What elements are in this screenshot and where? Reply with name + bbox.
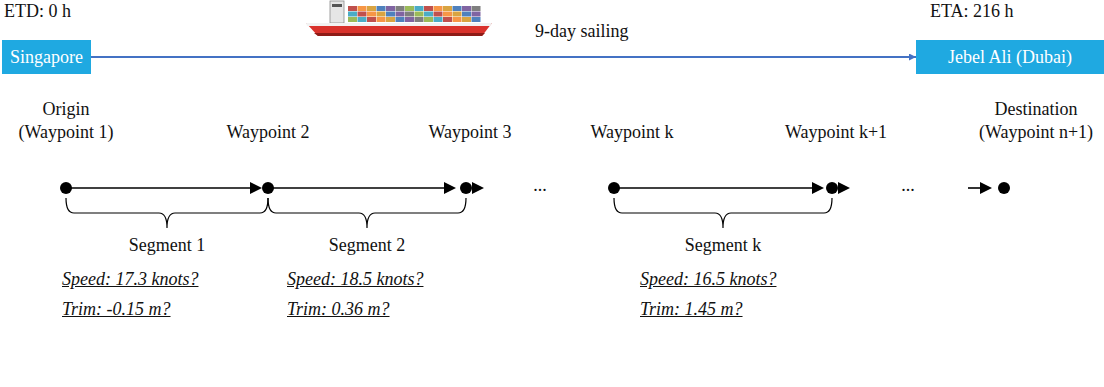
container-block xyxy=(472,12,481,17)
segment-brace xyxy=(66,198,268,228)
hull-bottom xyxy=(314,33,485,36)
port-box: Singapore xyxy=(2,40,91,74)
arrow-head xyxy=(838,182,850,194)
container-block xyxy=(396,6,405,11)
container-block xyxy=(386,6,395,11)
container-block xyxy=(415,12,424,17)
container-block xyxy=(367,12,376,17)
ship-hull xyxy=(306,23,492,36)
port-name: Singapore xyxy=(10,47,83,68)
route-arrow xyxy=(91,56,916,58)
port-name: Jebel Ali (Dubai) xyxy=(948,47,1072,68)
container-block xyxy=(453,17,462,22)
container-block xyxy=(424,12,433,17)
segment-line xyxy=(268,187,446,189)
container-block xyxy=(415,17,424,22)
container-block xyxy=(377,17,386,22)
segment-brace xyxy=(268,198,466,228)
arrow-head xyxy=(444,182,456,194)
waypoint-dot xyxy=(998,182,1010,194)
container-block xyxy=(405,17,414,22)
container-block xyxy=(396,12,405,17)
container-block xyxy=(386,12,395,17)
waypoint-label: Destination (Waypoint n+1) xyxy=(970,98,1102,143)
speed-label: Speed: 17.3 knots? xyxy=(62,268,198,291)
container-block xyxy=(358,6,367,11)
container-block xyxy=(443,17,452,22)
arrow-head xyxy=(472,182,484,194)
container-block xyxy=(462,6,471,11)
segment-line xyxy=(66,187,252,189)
container-block xyxy=(462,12,471,17)
waypoint-label: Waypoint 3 xyxy=(410,121,530,144)
container-block xyxy=(434,12,443,17)
segment-label: Segment 1 xyxy=(107,234,227,257)
container-block xyxy=(358,17,367,22)
container-block xyxy=(434,17,443,22)
container-block xyxy=(348,17,357,22)
container-block xyxy=(424,17,433,22)
container-block xyxy=(358,12,367,17)
container-block xyxy=(453,6,462,11)
container-block xyxy=(443,6,452,11)
container-block xyxy=(453,12,462,17)
segment-line xyxy=(614,187,814,189)
ellipsis: ... xyxy=(888,174,928,197)
bridge-window xyxy=(332,4,342,7)
ship-illustration xyxy=(306,1,492,36)
container-block xyxy=(415,6,424,11)
speed-label: Speed: 18.5 knots? xyxy=(287,268,423,291)
container-block xyxy=(472,17,481,22)
segment-brace xyxy=(614,198,832,228)
waypoint-label: Waypoint k xyxy=(572,121,692,144)
hull-stripe xyxy=(306,23,492,26)
segment-label: Segment k xyxy=(663,234,783,257)
container-block xyxy=(424,6,433,11)
container-block xyxy=(348,12,357,17)
port-box: Jebel Ali (Dubai) xyxy=(916,40,1104,74)
container-block xyxy=(405,6,414,11)
container-block xyxy=(434,6,443,11)
trim-label: Trim: 0.36 m? xyxy=(287,298,390,321)
waypoint-label: Origin (Waypoint 1) xyxy=(7,98,125,143)
ship-bridge xyxy=(330,1,344,23)
waypoint-dot xyxy=(460,182,472,194)
voyage-label: 9-day sailing xyxy=(535,20,628,43)
trim-label: Trim: -0.15 m? xyxy=(62,298,171,321)
ellipsis: ... xyxy=(520,174,560,197)
container-block xyxy=(367,6,376,11)
container-block xyxy=(396,17,405,22)
container-block xyxy=(348,6,357,11)
container-block xyxy=(443,12,452,17)
waypoint-dot xyxy=(60,182,72,194)
waypoint-dot xyxy=(608,182,620,194)
waypoint-dot xyxy=(826,182,838,194)
arrow-head xyxy=(250,182,262,194)
trim-label: Trim: 1.45 m? xyxy=(640,298,743,321)
segment-line xyxy=(968,187,982,189)
container-block xyxy=(377,12,386,17)
container-block xyxy=(472,6,481,11)
speed-label: Speed: 16.5 knots? xyxy=(640,268,776,291)
container-block xyxy=(405,12,414,17)
waypoint-label: Waypoint 2 xyxy=(208,121,328,144)
container-block xyxy=(462,17,471,22)
waypoint-label: Waypoint k+1 xyxy=(771,121,901,144)
container-block xyxy=(386,17,395,22)
time-label: ETD: 0 h xyxy=(4,0,71,23)
container-block xyxy=(367,17,376,22)
arrow-head xyxy=(812,182,824,194)
segment-label: Segment 2 xyxy=(307,234,427,257)
time-label: ETA: 216 h xyxy=(930,0,1014,23)
container-block xyxy=(377,6,386,11)
